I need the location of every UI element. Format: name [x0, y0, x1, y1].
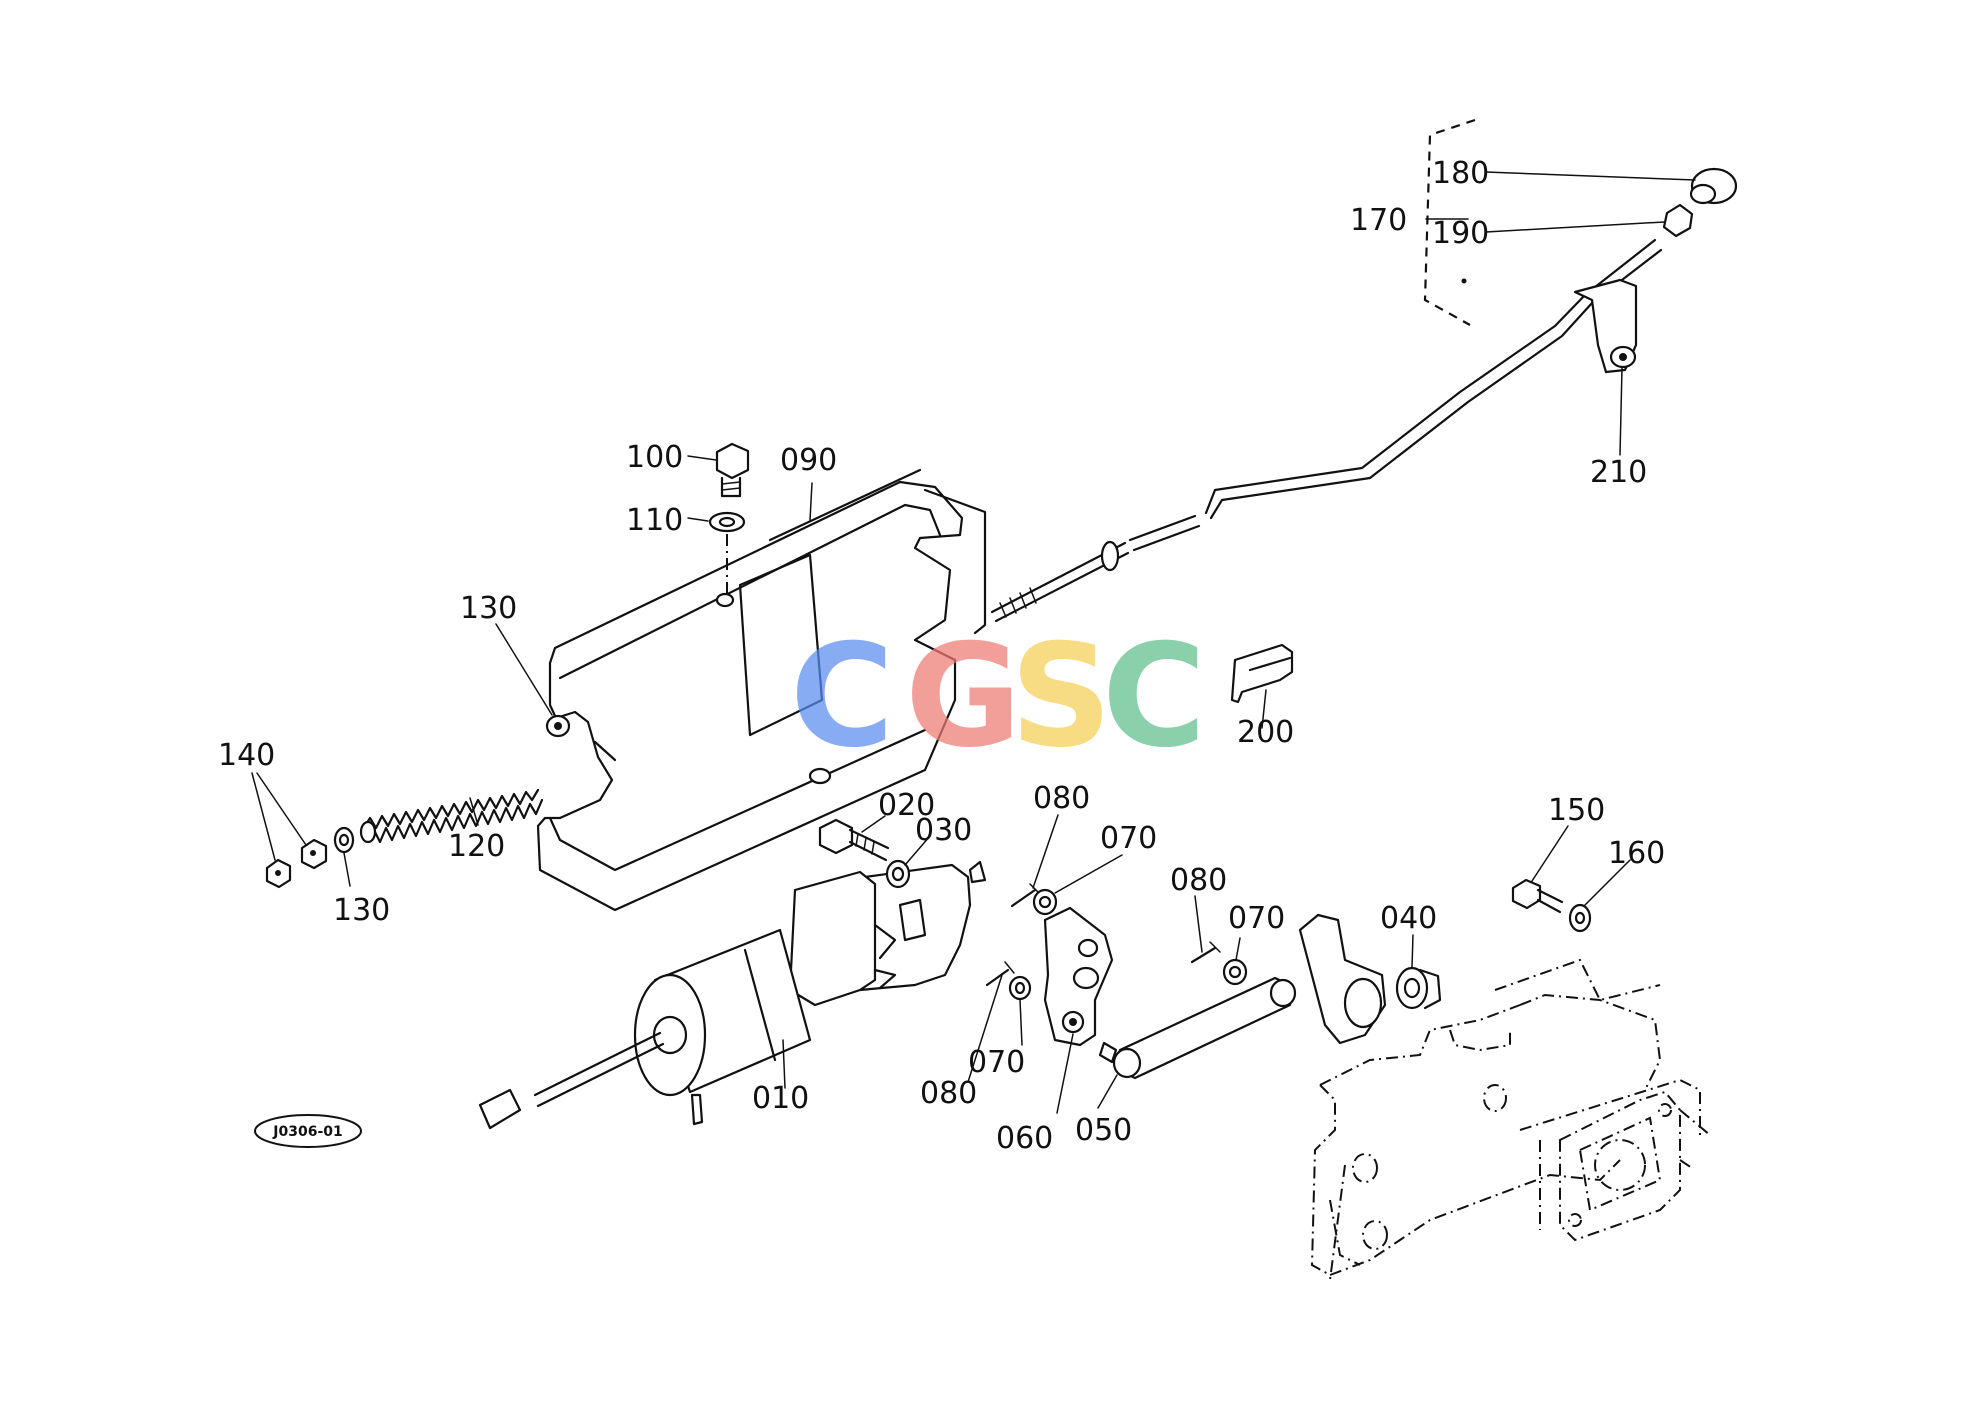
bracket-090	[536, 468, 987, 912]
washer-070-lower	[1008, 975, 1032, 1001]
link-plate-060	[1043, 906, 1114, 1047]
label-070-bottom: 070	[968, 1045, 1025, 1080]
leader-lines	[251, 171, 1696, 1114]
label-130-upper: 130	[460, 591, 517, 626]
watermark-letter-c2: C	[1102, 614, 1206, 779]
bracket-210	[1573, 278, 1638, 374]
bolt-150	[1511, 878, 1564, 914]
knob-180	[1689, 167, 1738, 205]
washer-110	[708, 511, 746, 533]
lever-040	[1298, 913, 1442, 1045]
watermark-letter-g: G	[905, 614, 1022, 779]
clip-200	[1230, 643, 1294, 704]
label-010: 010	[752, 1081, 809, 1116]
rod-link-050	[1098, 976, 1297, 1080]
label-170: 170	[1350, 203, 1407, 238]
washer-030	[885, 859, 911, 889]
stop-lever-assembly	[990, 118, 1738, 623]
watermark-letter-s: S	[1010, 614, 1112, 779]
label-130-lower: 130	[333, 893, 390, 928]
label-080-bottom: 080	[920, 1076, 977, 1111]
pin-080-lower	[985, 961, 1015, 987]
label-190: 190	[1432, 216, 1489, 251]
label-150: 150	[1548, 793, 1605, 828]
label-080-mid: 080	[1170, 863, 1227, 898]
nuts-140	[265, 838, 328, 889]
engine-housing	[1310, 958, 1711, 1281]
diagram-code-badge: J0306-01	[254, 1114, 362, 1148]
label-100: 100	[626, 440, 683, 475]
label-180: 180	[1432, 156, 1489, 191]
label-040: 040	[1380, 901, 1437, 936]
label-080-top: 080	[1033, 781, 1090, 816]
label-160: 160	[1608, 836, 1665, 871]
label-110: 110	[626, 503, 683, 538]
bolt-100	[715, 442, 750, 498]
watermark-letter-c1: C	[790, 614, 894, 779]
label-050: 050	[1075, 1113, 1132, 1148]
label-070-mid: 070	[1228, 901, 1285, 936]
label-120: 120	[448, 829, 505, 864]
solenoid-010	[478, 860, 987, 1130]
label-140: 140	[218, 738, 275, 773]
nut-190	[1662, 203, 1694, 238]
label-090: 090	[780, 443, 837, 478]
spring-120	[359, 714, 571, 844]
label-060: 060	[996, 1121, 1053, 1156]
washer-130	[333, 826, 355, 854]
washer-070-upper	[1032, 888, 1058, 916]
label-020: 020	[878, 788, 935, 823]
washer-070-mid	[1222, 958, 1248, 986]
pin-080-mid	[1190, 941, 1221, 964]
part-labels: 100 090 110 130 140 120 130 020 030 010 …	[218, 156, 1665, 1156]
label-210: 210	[1590, 455, 1647, 490]
label-070-top: 070	[1100, 821, 1157, 856]
bolt-020	[818, 818, 890, 862]
diagram-code: J0306-01	[272, 1124, 342, 1140]
label-200: 200	[1237, 715, 1294, 750]
watermark: C G S C	[790, 614, 1206, 779]
washer-160	[1568, 903, 1592, 933]
label-030: 030	[915, 813, 972, 848]
